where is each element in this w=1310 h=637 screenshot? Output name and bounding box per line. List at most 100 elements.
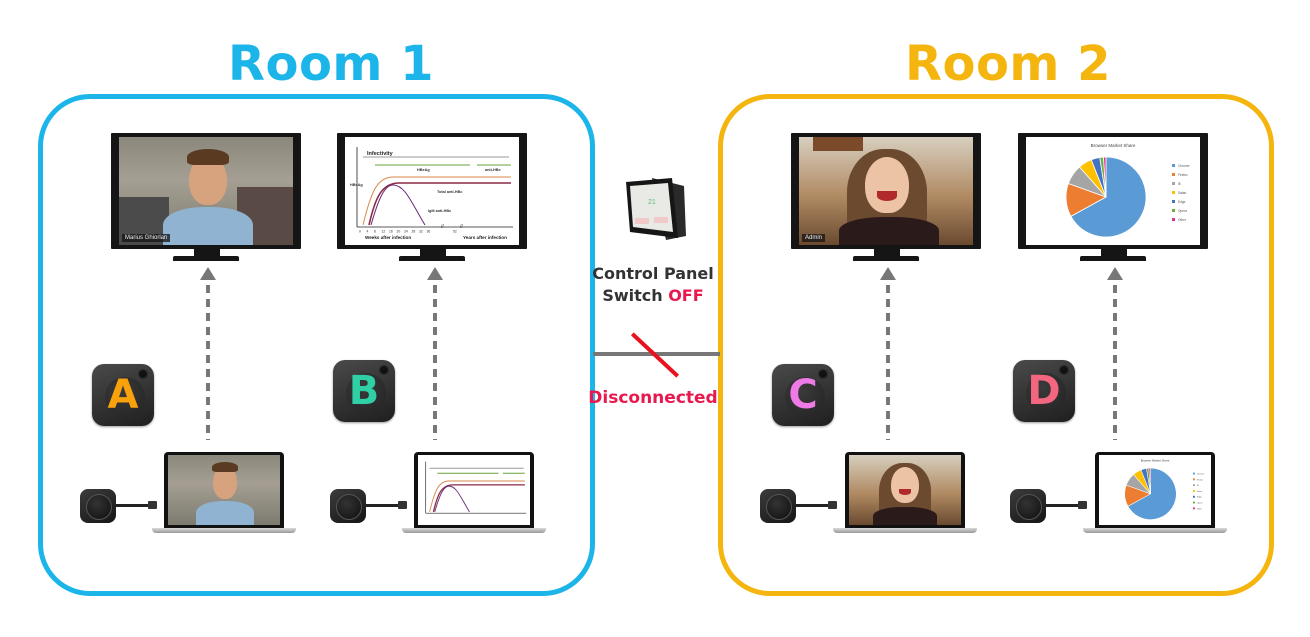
svg-text://: // xyxy=(460,224,463,230)
x-tick-label: 28 xyxy=(412,230,416,234)
x-tick-label: 16 xyxy=(389,230,393,234)
pie-title: Browser Market Share xyxy=(1141,459,1170,463)
legend-label-other: Other xyxy=(1197,507,1202,510)
legend-label-opera: Opera xyxy=(1178,209,1187,213)
control-panel-label: Control Panel Switch OFF xyxy=(583,263,723,307)
button-a[interactable]: A xyxy=(92,364,154,426)
legend-swatch-opera xyxy=(1172,209,1175,212)
pie-slice-other xyxy=(1103,156,1107,198)
legend-label-ie: IE xyxy=(1197,485,1200,487)
legend-label-edge: Edge xyxy=(1197,497,1203,499)
participant-name-tag: Admin xyxy=(802,234,826,242)
legend-swatch-safari xyxy=(1192,490,1195,492)
hbeag-label: HBeAg xyxy=(417,168,430,172)
share-arrow-c xyxy=(880,267,896,440)
room-2-boundary xyxy=(718,94,1274,596)
button-c-letter: C xyxy=(788,372,818,418)
laptop-b xyxy=(402,452,552,538)
pie-title: Browser Market Share xyxy=(1091,143,1136,148)
total-anti-hbc-label: Total anti-HBc xyxy=(437,190,462,194)
video-feed: Admin xyxy=(799,137,973,245)
hbv-chart: Infectivity HBeAg anti-HBe HBsAg Total a… xyxy=(350,147,513,240)
pie-slice-chrome xyxy=(1070,156,1147,238)
share-arrow-a xyxy=(200,267,216,440)
legend-swatch-firefox xyxy=(1172,173,1175,176)
x-label-years: Years after infection xyxy=(463,235,507,240)
legend-swatch-opera xyxy=(1192,501,1195,504)
button-c[interactable]: C xyxy=(772,364,834,426)
legend-swatch-firefox xyxy=(1192,478,1195,481)
svg-text://: // xyxy=(441,224,444,230)
legend-label-ie: IE xyxy=(1178,182,1181,186)
dongle-a xyxy=(80,489,160,525)
legend-swatch-ie xyxy=(1192,484,1195,487)
legend-label-chrome: Chrome xyxy=(1178,164,1190,168)
legend-swatch-edge xyxy=(1172,200,1175,203)
legend-label-chrome: Chrome xyxy=(1197,473,1205,476)
browser-pie-chart: Browser Market ShareChromeFirefoxIESafar… xyxy=(1065,143,1190,238)
legend-swatch-other xyxy=(1192,507,1195,510)
x-tick-label: 4 xyxy=(367,230,369,234)
switch-status: Switch OFF xyxy=(583,285,723,307)
control-panel-icon: 21 xyxy=(626,178,686,240)
switch-label: Switch xyxy=(602,286,669,305)
control-panel-device[interactable]: 21 xyxy=(622,172,692,244)
disconnected-label: Disconnected xyxy=(588,388,718,408)
hbsag-curve xyxy=(362,176,511,226)
room-1-display-2: Infectivity HBeAg anti-HBe HBsAg Total a… xyxy=(337,133,527,265)
legend-label-firefox: Firefox xyxy=(1197,478,1203,481)
legend-label-edge: Edge xyxy=(1178,200,1186,204)
x-tick-label: 12 xyxy=(382,230,386,234)
legend-swatch-ie xyxy=(1172,182,1175,185)
button-d-letter: D xyxy=(1027,368,1061,414)
x-tick-label: 36 xyxy=(427,230,431,234)
dongle-c xyxy=(760,489,840,525)
legend-swatch-chrome xyxy=(1192,472,1195,475)
dongle-d xyxy=(1010,489,1090,525)
hbsag-label: HBsAg xyxy=(350,183,363,187)
legend-swatch-chrome xyxy=(1172,164,1175,167)
legend-label-other: Other xyxy=(1178,218,1187,222)
infectivity-label: Infectivity xyxy=(367,151,394,157)
hbv-chart-screen: Infectivity HBeAg anti-HBe HBsAg Total a… xyxy=(345,137,519,245)
anti-hbe-label: anti-HBe xyxy=(485,168,501,172)
x-label-weeks: Weeks after infection xyxy=(365,235,411,240)
room-2-display-1: Admin xyxy=(791,133,981,265)
legend-label-safari: Safari xyxy=(1197,490,1203,493)
pie-slice-chrome xyxy=(1127,467,1177,520)
igm-anti-hbc-label: IgM anti-HBc xyxy=(428,209,451,213)
legend-label-opera: Opera xyxy=(1197,502,1204,505)
legend-swatch-edge xyxy=(1192,495,1195,498)
legend-label-safari: Safari xyxy=(1178,191,1187,195)
control-panel-title: Control Panel xyxy=(592,264,714,283)
legend-swatch-safari xyxy=(1172,191,1175,194)
x-tick-label: 52 xyxy=(453,230,457,234)
room-1-display-1: Marius Ghiorlan xyxy=(111,133,301,265)
button-d[interactable]: D xyxy=(1013,360,1075,422)
pie-slice-other xyxy=(1148,467,1151,494)
video-feed: Marius Ghiorlan xyxy=(119,137,293,245)
switch-state: OFF xyxy=(668,286,704,305)
share-arrow-d xyxy=(1107,267,1123,440)
igm-anti-hbc-curve xyxy=(370,184,426,226)
x-tick-label: 8 xyxy=(374,230,376,234)
button-b[interactable]: B xyxy=(333,360,395,422)
room-2-title: Room 2 xyxy=(905,36,1112,92)
button-a-letter: A xyxy=(107,372,139,418)
share-arrow-b xyxy=(427,267,443,440)
room-1-boundary xyxy=(38,94,595,596)
x-tick-label: 32 xyxy=(419,230,423,234)
button-b-letter: B xyxy=(348,368,380,414)
room-1-title: Room 1 xyxy=(228,36,435,92)
legend-swatch-other xyxy=(1172,218,1175,221)
hbv-chart-mini xyxy=(425,461,527,514)
laptop-a xyxy=(152,452,302,538)
x-tick-label: 24 xyxy=(404,230,408,234)
dongle-b xyxy=(330,489,410,525)
x-tick-label: 0 xyxy=(359,230,361,234)
participant-name-tag: Marius Ghiorlan xyxy=(122,234,171,242)
